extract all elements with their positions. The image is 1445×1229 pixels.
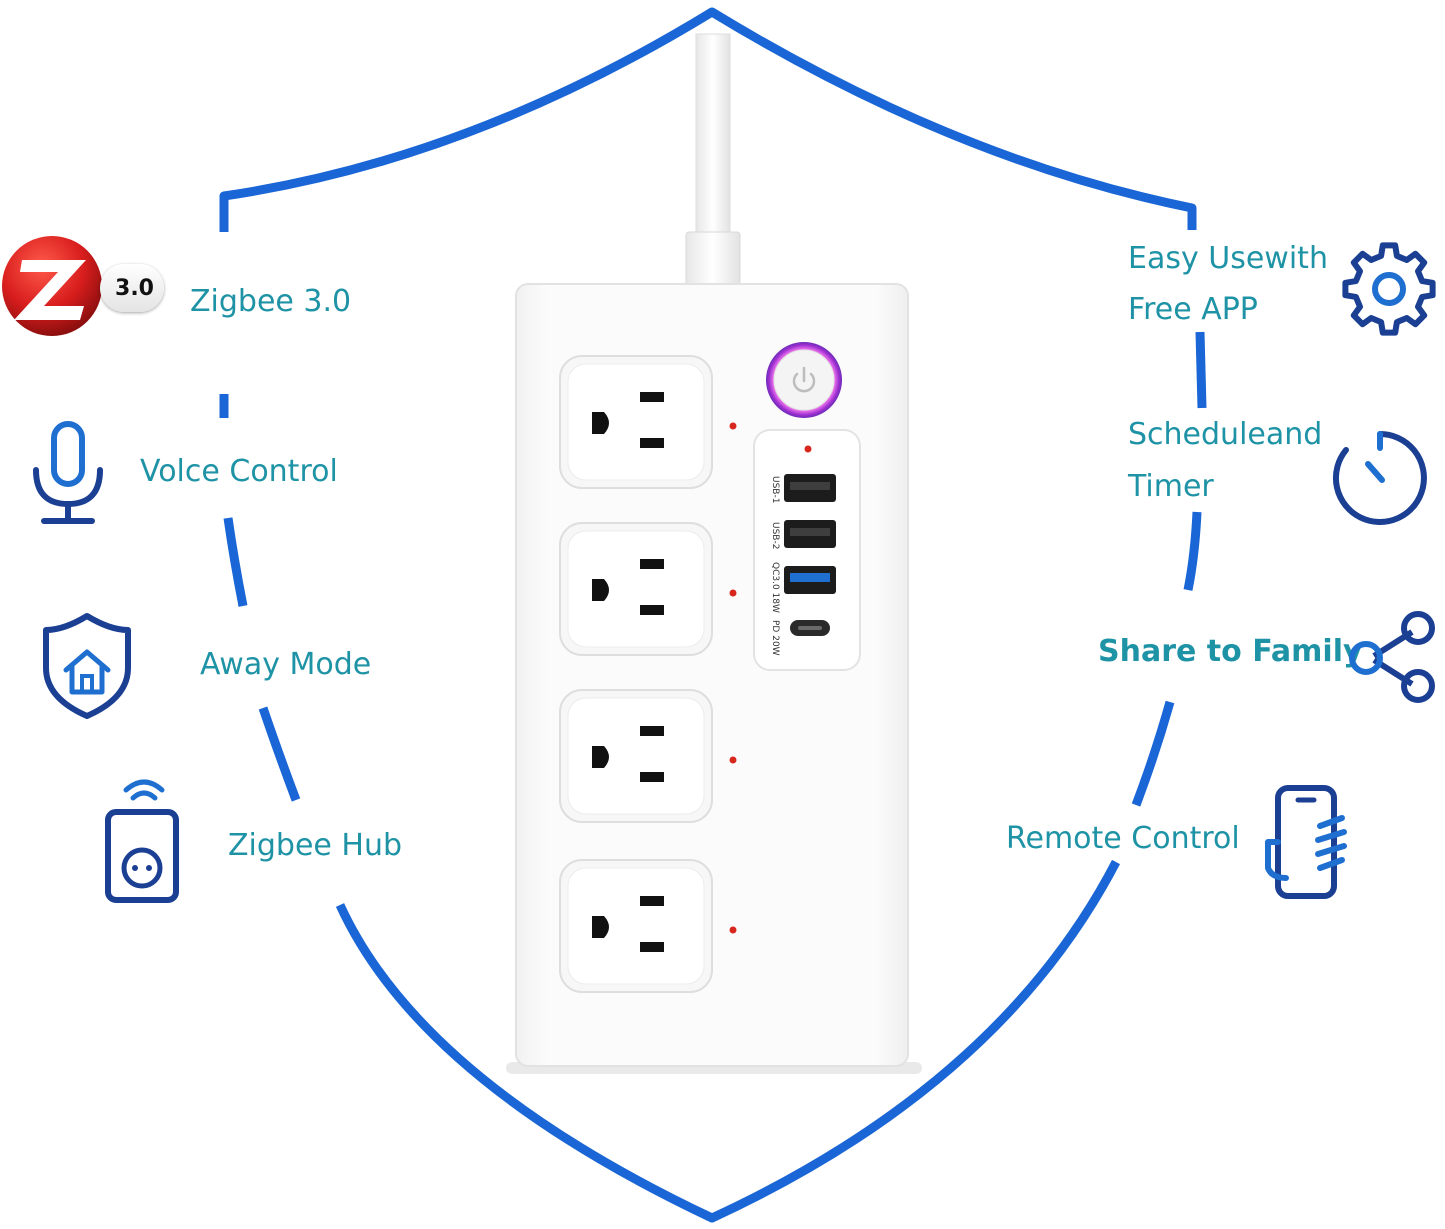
- usb-port-label: USB-1: [770, 476, 780, 504]
- usb-a-port: [784, 474, 836, 502]
- power-icon: [792, 366, 816, 393]
- zigbee-version-badge: 3.0: [100, 264, 164, 312]
- ac-outlet: [559, 355, 713, 489]
- feature-label-schedule-line1: Scheduleand: [1128, 417, 1323, 452]
- microphone-icon: [33, 421, 103, 524]
- usb-port-label: USB-2: [770, 522, 780, 550]
- feature-label-easy-use-line2: Free APP: [1128, 292, 1258, 327]
- usb-indicator-light: [804, 445, 812, 453]
- feature-label-share-family: Share to Family: [1098, 634, 1363, 669]
- ac-outlet: [559, 522, 713, 656]
- ac-outlet: [559, 859, 713, 993]
- feature-label-zigbee-3: Zigbee 3.0: [190, 284, 352, 319]
- timer-icon: [1333, 431, 1427, 525]
- gear-icon: [1342, 242, 1436, 336]
- usb-c-port: [790, 620, 830, 636]
- outlet-indicator-light: [729, 926, 737, 934]
- feature-label-schedule-line2: Timer: [1128, 469, 1214, 504]
- outlet-indicator-light: [729, 422, 737, 430]
- ac-outlet: [559, 689, 713, 823]
- shield-home-icon: [43, 613, 131, 719]
- share-icon: [1349, 611, 1435, 703]
- usb-port-label: QC3.0 18W: [770, 562, 780, 613]
- feature-label-remote-control: Remote Control: [1006, 821, 1240, 856]
- feature-label-easy-use-line1: Easy Usewith: [1128, 241, 1328, 276]
- feature-label-zigbee-hub: Zigbee Hub: [228, 828, 403, 863]
- usb-port-label: PD 20W: [770, 620, 780, 656]
- zigbee-logo-icon: [2, 236, 102, 336]
- outlet-indicator-light: [729, 756, 737, 764]
- feature-label-away-mode: Away Mode: [200, 647, 372, 682]
- feature-label-voice-control: Volce Control: [140, 454, 338, 489]
- smart-plug-wifi-icon: [105, 779, 179, 903]
- outlet-indicator-light: [729, 589, 737, 597]
- usb-a-qc-port: [784, 566, 836, 594]
- usb-a-port: [784, 520, 836, 548]
- phone-hand-icon: [1265, 785, 1347, 899]
